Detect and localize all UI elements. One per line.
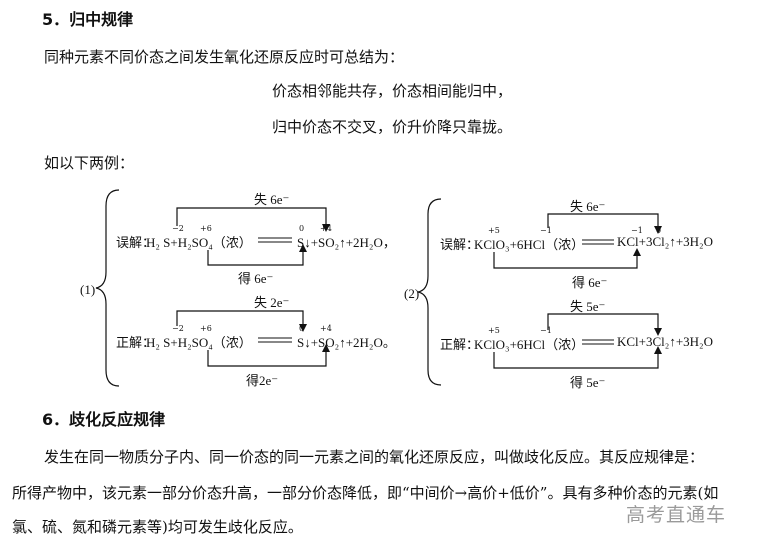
ox-state: +4 [320,324,332,333]
section-5-heading: 5．归中规律 [42,10,134,29]
ox-state: +5 [488,226,500,235]
ex1-wrong-rhs: S↓+SO₂↑+2H₂O， [297,235,396,250]
ex2-wrong-bottom-label: 得 6e⁻ [572,275,608,290]
example-1-index: (1) [80,282,96,297]
ox-state: −2 [172,224,184,233]
ex1-right-rhs: S↓+SO₂↑+2H₂O。 [297,335,396,350]
rule-line-1: 价态相邻能共存，价态相间能归中， [272,82,513,100]
ox-state: +4 [320,224,332,233]
ex1-wrong-lhs: H₂ S+H₂SO₄（浓） [146,235,252,250]
ox-state: −1 [540,326,552,335]
ex2-right-rhs: KCl+3Cl₂↑+3H₂O [617,334,713,349]
example-2-index: (2) [404,286,420,301]
ex2-right-prefix: 正解： [440,337,480,352]
section-6-heading: 6．歧化反应规律 [42,410,166,429]
ox-state: 0 [299,324,305,333]
ox-state: −2 [172,324,184,333]
section-6-line-1: 发生在同一物质分子内、同一价态的同一元素之间的氧化还原反应，叫做歧化反应。其反应… [44,448,705,466]
ex2-wrong-prefix: 误解： [440,237,480,252]
ex1-right-bottom-label: 得2e⁻ [246,373,279,388]
watermark: 高考直通车 [626,504,727,526]
left-brace-1 [95,189,120,387]
ex1-right-top-label: 失 2e⁻ [254,295,290,310]
ox-state: +6 [200,324,212,333]
ex2-wrong-top-label: 失 6e⁻ [570,199,606,214]
ex1-wrong-bottom-label: 得 6e⁻ [238,271,274,286]
ex1-wrong-prefix: 误解： [116,235,156,250]
ox-state: −1 [631,226,643,235]
ox-state: +5 [488,326,500,335]
ex2-right-bottom-label: 得 5e⁻ [570,375,606,390]
ex2-right-top-label: 失 5e⁻ [570,299,606,314]
ex2-wrong-rhs: KCl+3Cl₂↑+3H₂O [617,234,713,249]
ex1-wrong-top-label: 失 6e⁻ [254,192,290,207]
ex2-wrong-lhs: KClO₃+6HCl（浓） [474,237,585,252]
ox-state: 0 [656,226,662,235]
left-brace-2 [417,198,442,386]
ox-state: +6 [200,224,212,233]
section-6-line-3: 氯、硫、氮和磷元素等)均可发生歧化反应。 [12,518,303,536]
section-6-line-2: 所得产物中，该元素一部分价态升高，一部分价态降低，即“中间价→高价+低价”。具有… [12,484,719,502]
section-5-intro: 同种元素不同价态之间发生氧化还原反应时可总结为： [44,48,405,66]
ox-state: 0 [299,224,305,233]
ox-state: −1 [540,226,552,235]
rule-line-2: 归中价态不交叉，价升价降只靠拢。 [272,118,513,136]
ex2-right-lhs: KClO₃+6HCl（浓） [474,337,585,352]
examples-intro: 如以下两例： [44,154,135,172]
ex1-right-prefix: 正解： [116,335,156,350]
ex1-right-lhs: H₂ S+H₂SO₄（浓） [146,335,252,350]
